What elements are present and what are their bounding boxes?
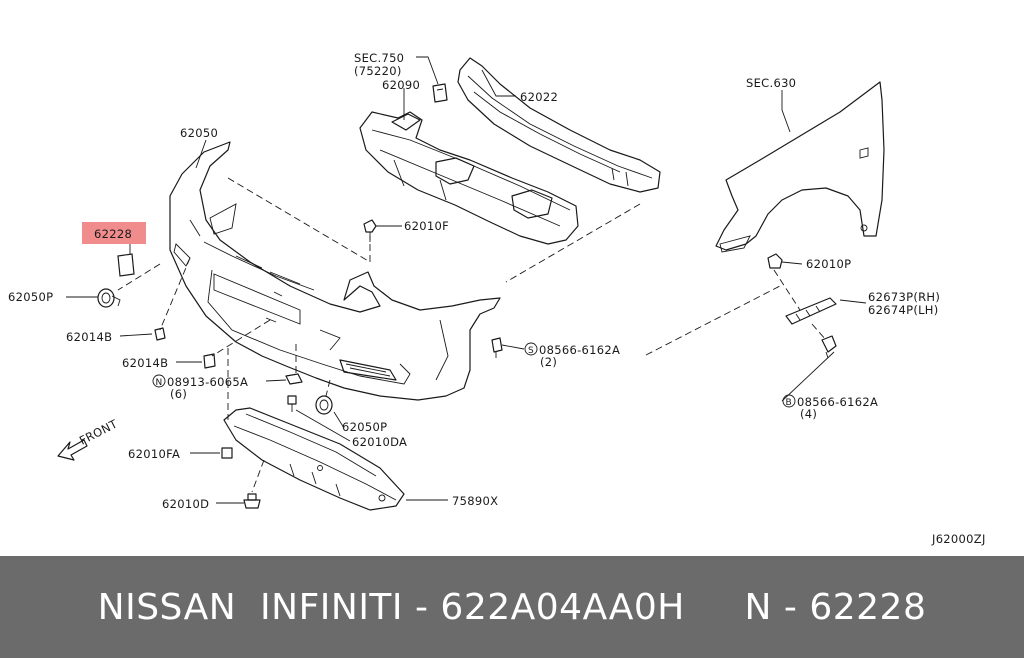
label-62014b-upper: 62014B	[66, 330, 112, 344]
label-62010p: 62010P	[806, 257, 851, 271]
bracket-62673p-62674p[interactable]	[785, 297, 837, 325]
clip-62014b-upper[interactable]	[154, 327, 166, 341]
svg-text:B: B	[786, 398, 792, 408]
bolt-08566-center[interactable]	[491, 337, 503, 358]
bracket-62228[interactable]	[117, 253, 135, 277]
clip-62010p[interactable]	[767, 253, 783, 269]
marker-n: N	[152, 374, 166, 388]
bezel-62050p-left[interactable]	[97, 288, 121, 308]
undercover-75890x[interactable]	[223, 407, 405, 511]
label-62010f: 62010F	[404, 219, 449, 233]
bumper-reinforcement-62090[interactable]	[359, 111, 579, 245]
diagram-code: J62000ZJ	[931, 532, 986, 546]
screw-62010d[interactable]	[243, 493, 261, 509]
label-62010fa: 62010FA	[128, 447, 180, 461]
label-62050: 62050	[180, 126, 218, 140]
screw-62010fa[interactable]	[221, 447, 233, 459]
highlight-62228	[82, 222, 146, 244]
label-62090: 62090	[382, 78, 420, 92]
fender-sec630[interactable]	[715, 81, 885, 253]
bracket-sec750[interactable]	[432, 83, 448, 103]
label-62673p: 62673P(RH)	[868, 290, 940, 304]
label-sec630: SEC.630	[746, 76, 796, 90]
screw-62010da[interactable]	[287, 395, 297, 412]
parts-diagram: SEC.750 (75220) 62090 62022 SEC.630 6205…	[8, 51, 986, 546]
label-62010da: 62010DA	[352, 435, 407, 449]
bolt-08566-right[interactable]	[821, 335, 837, 359]
label-62674p: 62674P(LH)	[868, 303, 939, 317]
svg-text:N: N	[156, 378, 163, 388]
footer-part-number: NISSAN INFINITI - 622A04AA0H N - 62228	[97, 586, 927, 628]
label-62050p-lower: 62050P	[342, 420, 387, 434]
label-08913-qty: (6)	[170, 387, 187, 401]
nut-08913[interactable]	[285, 373, 303, 385]
label-08566-center-qty: (2)	[540, 355, 557, 369]
marker-s: S	[524, 342, 538, 356]
label-08566-right: 08566-6162A	[797, 395, 878, 409]
label-08566-center: 08566-6162A	[539, 343, 620, 357]
bezel-62050p-lower[interactable]	[315, 395, 333, 415]
bumper-fascia-62050[interactable]	[169, 141, 501, 401]
label-62050p-left: 62050P	[8, 290, 53, 304]
marker-b: B	[782, 394, 796, 408]
label-sec750-code: (75220)	[354, 64, 402, 78]
label-62022: 62022	[520, 90, 558, 104]
label-62228: 62228	[94, 227, 132, 241]
label-front: FRONT	[77, 416, 120, 447]
diagram-svg: SEC.750 (75220) 62090 62022 SEC.630 6205…	[8, 51, 986, 546]
front-arrow: FRONT	[57, 416, 120, 461]
footer-bar: NISSAN INFINITI - 622A04AA0H N - 62228	[0, 556, 1024, 658]
label-62010d: 62010D	[162, 497, 209, 511]
label-75890x: 75890X	[452, 494, 498, 508]
clip-62014b-lower[interactable]	[203, 353, 216, 369]
energy-absorber-62022[interactable]	[457, 57, 661, 193]
svg-text:S: S	[528, 346, 534, 356]
label-62014b-lower: 62014B	[122, 356, 168, 370]
label-08913: 08913-6065A	[167, 375, 248, 389]
label-08566-right-qty: (4)	[800, 407, 817, 421]
label-sec750: SEC.750	[354, 51, 404, 65]
